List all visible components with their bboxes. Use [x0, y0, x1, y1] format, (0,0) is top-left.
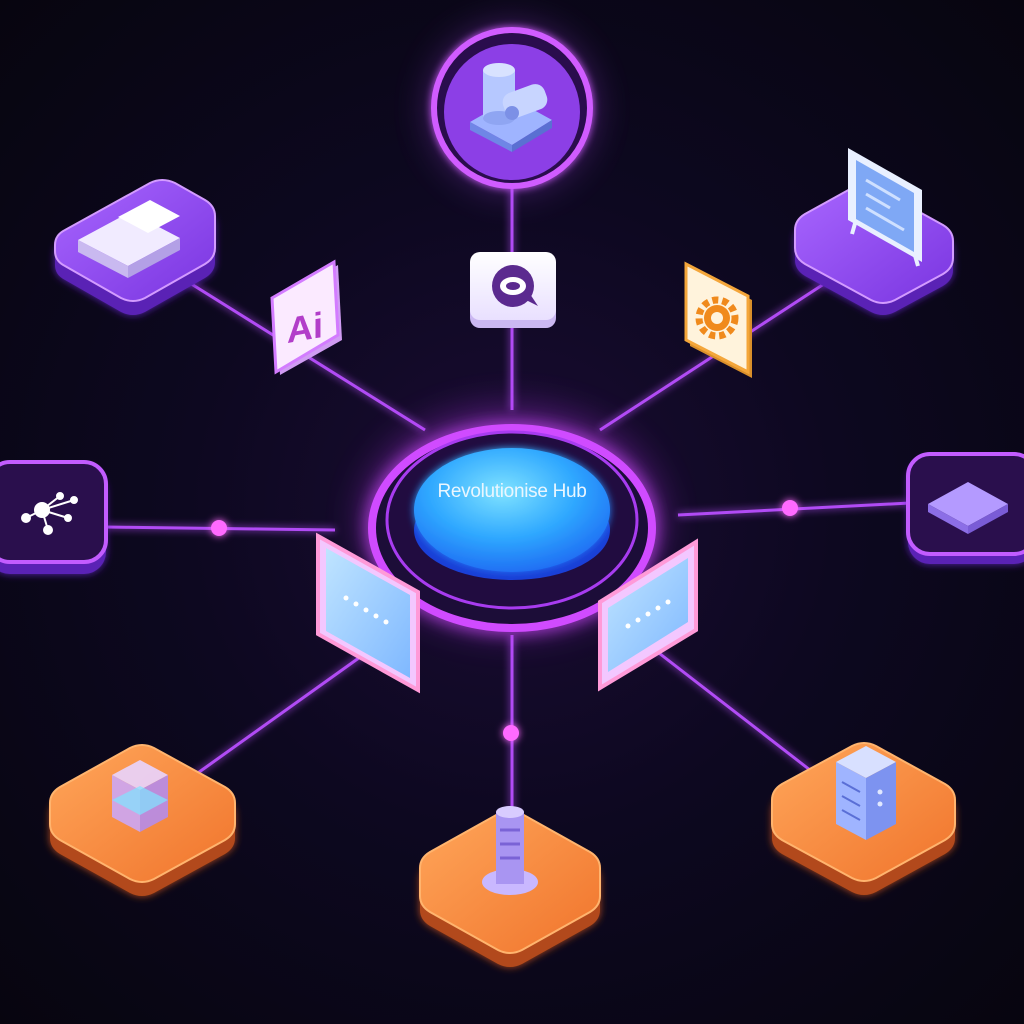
- screen-right-node[interactable]: [598, 538, 698, 692]
- connector-bottom-left: [194, 648, 371, 777]
- settings-node[interactable]: [684, 261, 752, 378]
- chat-node[interactable]: [470, 252, 556, 328]
- blocks-icon: [78, 200, 180, 278]
- revolutionise-hub[interactable]: Revolutionise Hub: [362, 408, 662, 632]
- blocks-node[interactable]: [54, 179, 216, 315]
- diamond-tile-icon: [928, 482, 1008, 534]
- diamond-node[interactable]: [906, 452, 1024, 564]
- connector-dot-bottom: [503, 725, 519, 741]
- connector-bottom-right: [654, 648, 811, 772]
- ai-tile-text: Ai: [287, 304, 323, 351]
- hub-label: Revolutionise Hub: [437, 481, 586, 502]
- gear-icon: [695, 296, 739, 340]
- ai-node[interactable]: Ai: [270, 259, 342, 375]
- monitor-icon: [848, 148, 922, 267]
- connector-dots: [211, 500, 798, 741]
- screen-panel-icon: [625, 599, 671, 629]
- monitor-node[interactable]: [794, 148, 954, 315]
- antenna-tower-icon: [482, 806, 538, 895]
- chat-bubble-icon: [492, 265, 538, 307]
- antenna-node[interactable]: [419, 806, 601, 967]
- glass-cube-node[interactable]: [49, 744, 236, 896]
- screen-panel-icon: [343, 595, 389, 625]
- glass-cube-icon: [112, 760, 168, 832]
- server-node[interactable]: [771, 742, 956, 895]
- connector-dot-right: [782, 500, 798, 516]
- connector-dot-left: [211, 520, 227, 536]
- network-graph-icon: [21, 492, 78, 535]
- database-node[interactable]: [430, 26, 594, 190]
- database-icon: [470, 63, 552, 152]
- screen-left-node[interactable]: [316, 532, 420, 694]
- network-node[interactable]: [0, 460, 108, 574]
- server-icon: [836, 746, 896, 840]
